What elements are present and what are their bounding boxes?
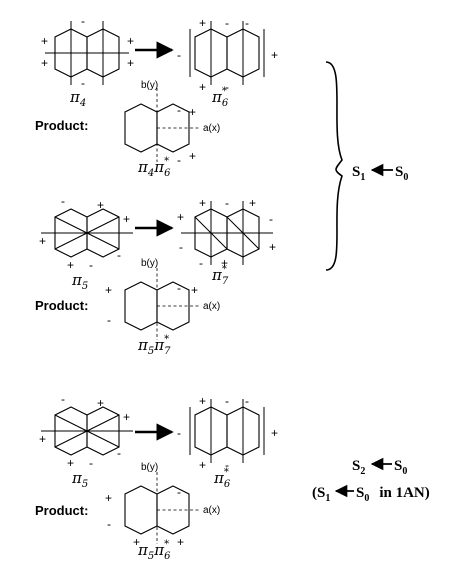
product-label-1: Product: xyxy=(35,118,88,133)
svg-text:a(x): a(x) xyxy=(203,505,220,516)
svg-text:-: - xyxy=(107,517,111,531)
label-pi6-star-2: π*6 xyxy=(213,467,231,490)
label-pi7-star: π*7 xyxy=(211,264,229,287)
svg-text:S0: S0 xyxy=(395,164,408,183)
diagram-pi5-2: - + + + + - - xyxy=(39,392,133,470)
label-pi5-1: π5 xyxy=(71,271,88,292)
svg-text:-: - xyxy=(225,394,229,408)
svg-text:-: - xyxy=(89,258,93,272)
svg-text:+: + xyxy=(41,56,48,70)
product-label-3: Product: xyxy=(35,503,88,518)
svg-text:-: - xyxy=(245,16,249,30)
svg-text:+: + xyxy=(189,105,196,119)
svg-text:-: - xyxy=(177,48,181,62)
svg-text:+: + xyxy=(67,456,74,470)
svg-text:+: + xyxy=(199,196,206,210)
svg-text:S0: S0 xyxy=(394,458,407,477)
brace xyxy=(325,61,343,271)
svg-text:-: - xyxy=(245,394,249,408)
svg-text:+: + xyxy=(127,56,134,70)
svg-text:S1: S1 xyxy=(352,164,365,183)
svg-text:+: + xyxy=(271,426,278,440)
svg-text:+: + xyxy=(123,410,130,424)
svg-text:(S1: (S1 xyxy=(312,485,330,504)
svg-text:+: + xyxy=(191,283,198,297)
svg-text:-: - xyxy=(179,240,183,254)
svg-text:b(y): b(y) xyxy=(141,80,158,91)
label-pi6-star-1: π*6 xyxy=(211,86,229,109)
svg-text:-: - xyxy=(225,16,229,30)
svg-text:-: - xyxy=(177,153,181,167)
svg-text:+: + xyxy=(105,491,112,505)
svg-text:+: + xyxy=(177,535,184,549)
svg-text:-: - xyxy=(177,103,181,117)
svg-text:-: - xyxy=(61,392,65,406)
svg-text:+: + xyxy=(177,210,184,224)
svg-text:-: - xyxy=(107,313,111,327)
svg-text:-: - xyxy=(225,196,229,210)
svg-text:+: + xyxy=(249,196,256,210)
diagram-pi7-star: + + - + - - - + + xyxy=(177,196,276,270)
svg-text:-: - xyxy=(89,456,93,470)
svg-text:+: + xyxy=(199,80,206,94)
svg-text:-: - xyxy=(269,212,273,226)
svg-text:-: - xyxy=(117,248,121,262)
svg-text:+: + xyxy=(221,256,228,270)
svg-text:+: + xyxy=(97,396,104,410)
svg-text:-: - xyxy=(117,446,121,460)
svg-text:+: + xyxy=(67,258,74,272)
svg-text:+: + xyxy=(39,234,46,248)
svg-text:-: - xyxy=(177,426,181,440)
svg-text:+: + xyxy=(41,34,48,48)
diagram-product-3: b(y) a(x) + - + - + xyxy=(105,462,220,549)
svg-text:+: + xyxy=(189,149,196,163)
svg-text:+: + xyxy=(39,432,46,446)
diagram-pi5-1: - + + + + - - xyxy=(39,194,133,272)
svg-text:+: + xyxy=(199,458,206,472)
svg-text:S2: S2 xyxy=(352,458,365,477)
svg-text:+: + xyxy=(133,535,140,549)
svg-text:-: - xyxy=(81,76,85,90)
label-product-3: π5π*6 xyxy=(137,539,171,562)
svg-text:-: - xyxy=(81,14,85,28)
svg-text:+: + xyxy=(127,34,134,48)
diagram-pi6-star-1: - + - - + + - xyxy=(177,16,278,94)
svg-text:+: + xyxy=(97,198,104,212)
product-label-2: Product: xyxy=(35,298,88,313)
svg-text:+: + xyxy=(105,283,112,297)
svg-text:b(y): b(y) xyxy=(141,462,158,473)
svg-text:-: - xyxy=(225,80,229,94)
svg-text:-: - xyxy=(177,281,181,295)
label-product-1: π4π*6 xyxy=(137,156,171,179)
label-product-2: π5π*7 xyxy=(137,334,171,357)
svg-text:+: + xyxy=(199,16,206,30)
label-pi4: π4 xyxy=(69,88,86,109)
diagram-product-2: b(y) a(x) + - - + xyxy=(105,258,220,340)
label-pi5-2: π5 xyxy=(71,469,88,490)
svg-text:a(x): a(x) xyxy=(203,301,220,312)
diagram-product-1: b(y) a(x) - + - + xyxy=(124,80,220,167)
svg-text:-: - xyxy=(177,485,181,499)
diagram-pi6-star-2: - + - - + + - xyxy=(177,394,278,472)
svg-text:+: + xyxy=(269,240,276,254)
svg-text:-: - xyxy=(199,256,203,270)
svg-text:+: + xyxy=(123,212,130,226)
svg-text:+: + xyxy=(271,48,278,62)
transition-s1-s0: S1 S0 xyxy=(352,163,408,183)
svg-text:b(y): b(y) xyxy=(141,258,158,269)
svg-text:-: - xyxy=(225,458,229,472)
svg-text:+: + xyxy=(199,394,206,408)
svg-text:a(x): a(x) xyxy=(203,123,220,134)
diagram-pi4: + + + + - - xyxy=(41,14,134,90)
transition-s2-s0: S2 S0 xyxy=(352,457,407,477)
svg-text:-: - xyxy=(61,194,65,208)
